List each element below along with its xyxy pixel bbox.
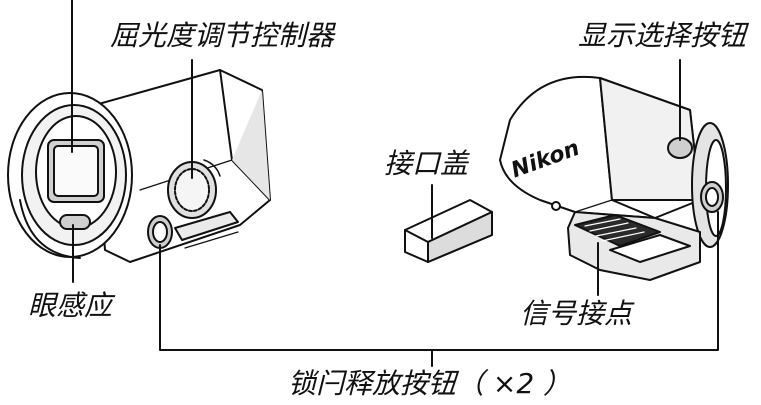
signal-contacts-label: 信号接点 (520, 297, 633, 330)
leader-lines (71, 0, 719, 367)
connector-cover-label: 接口盖 (384, 147, 469, 180)
lock-release-button-label: 锁闩释放按钮（ ×2 ） (288, 367, 572, 400)
eye-sensor-label: 眼感应 (28, 289, 113, 322)
left-viewfinder (7, 69, 271, 263)
connector-cover-part (404, 199, 493, 263)
diopter-control-label: 屈光度调节控制器 (110, 19, 335, 52)
right-viewfinder (499, 76, 729, 281)
display-select-button-label: 显示选择按钮 (578, 19, 747, 52)
